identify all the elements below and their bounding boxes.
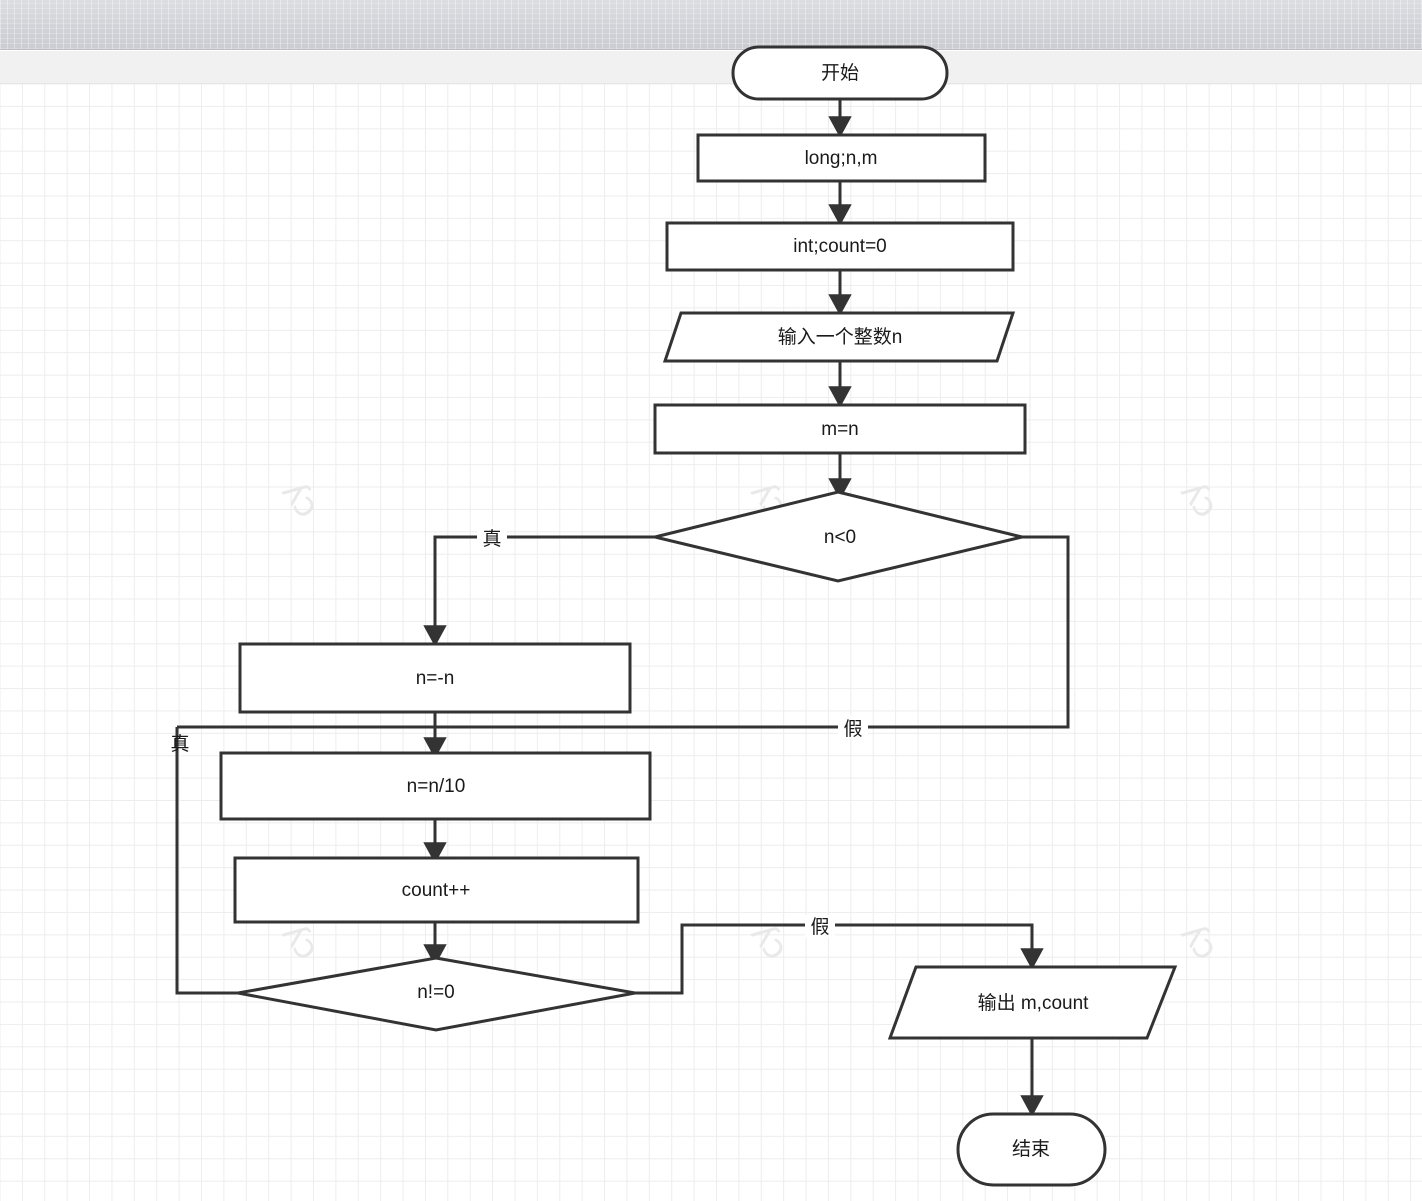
node-output-label: 输出 m,count (978, 992, 1090, 1014)
node-end[interactable] (956, 1112, 1107, 1187)
node-input[interactable] (662, 311, 1016, 363)
edge-neg-false (177, 535, 1070, 729)
node-init[interactable] (665, 221, 1015, 272)
edge-label-bg (477, 526, 507, 549)
node-loop-decision-label: n!=0 (417, 982, 455, 1003)
node-count[interactable] (233, 856, 640, 924)
edge-label-bg (838, 716, 868, 739)
edge-label-loop-false: 假 (810, 916, 829, 938)
node-start-label: 开始 (821, 62, 859, 84)
node-input-label: 输入一个整数n (778, 326, 903, 348)
edge-label-neg-false: 假 (843, 718, 862, 740)
node-output[interactable] (887, 965, 1178, 1040)
node-neg-decision-label: n<0 (824, 527, 856, 548)
edge-loop-true (175, 727, 238, 995)
edge-loop-false (635, 923, 1044, 995)
edge-label-loop-true: 真 (170, 733, 189, 755)
node-decl[interactable] (696, 133, 987, 183)
node-loop-decision[interactable] (237, 956, 636, 1032)
node-neg-decision[interactable] (654, 490, 1023, 583)
node-assign-label: m=n (821, 419, 859, 440)
node-end-label: 结束 (1012, 1138, 1050, 1160)
edge-neg-true (423, 535, 655, 647)
node-decl-label: long;n,m (805, 148, 878, 169)
node-count-label: count++ (402, 880, 471, 901)
toolbar-strip (0, 51, 1422, 84)
node-start[interactable] (731, 45, 949, 101)
node-init-label: int;count=0 (793, 236, 887, 257)
node-negate-label: n=-n (416, 668, 455, 689)
node-assign[interactable] (653, 403, 1027, 455)
edge-label-bg (805, 915, 835, 938)
node-negate[interactable] (238, 642, 632, 714)
node-divide-label: n=n/10 (407, 776, 466, 797)
node-divide[interactable] (219, 751, 652, 821)
edge-label-neg-true: 真 (482, 528, 501, 550)
window-titlebar (0, 0, 1422, 50)
